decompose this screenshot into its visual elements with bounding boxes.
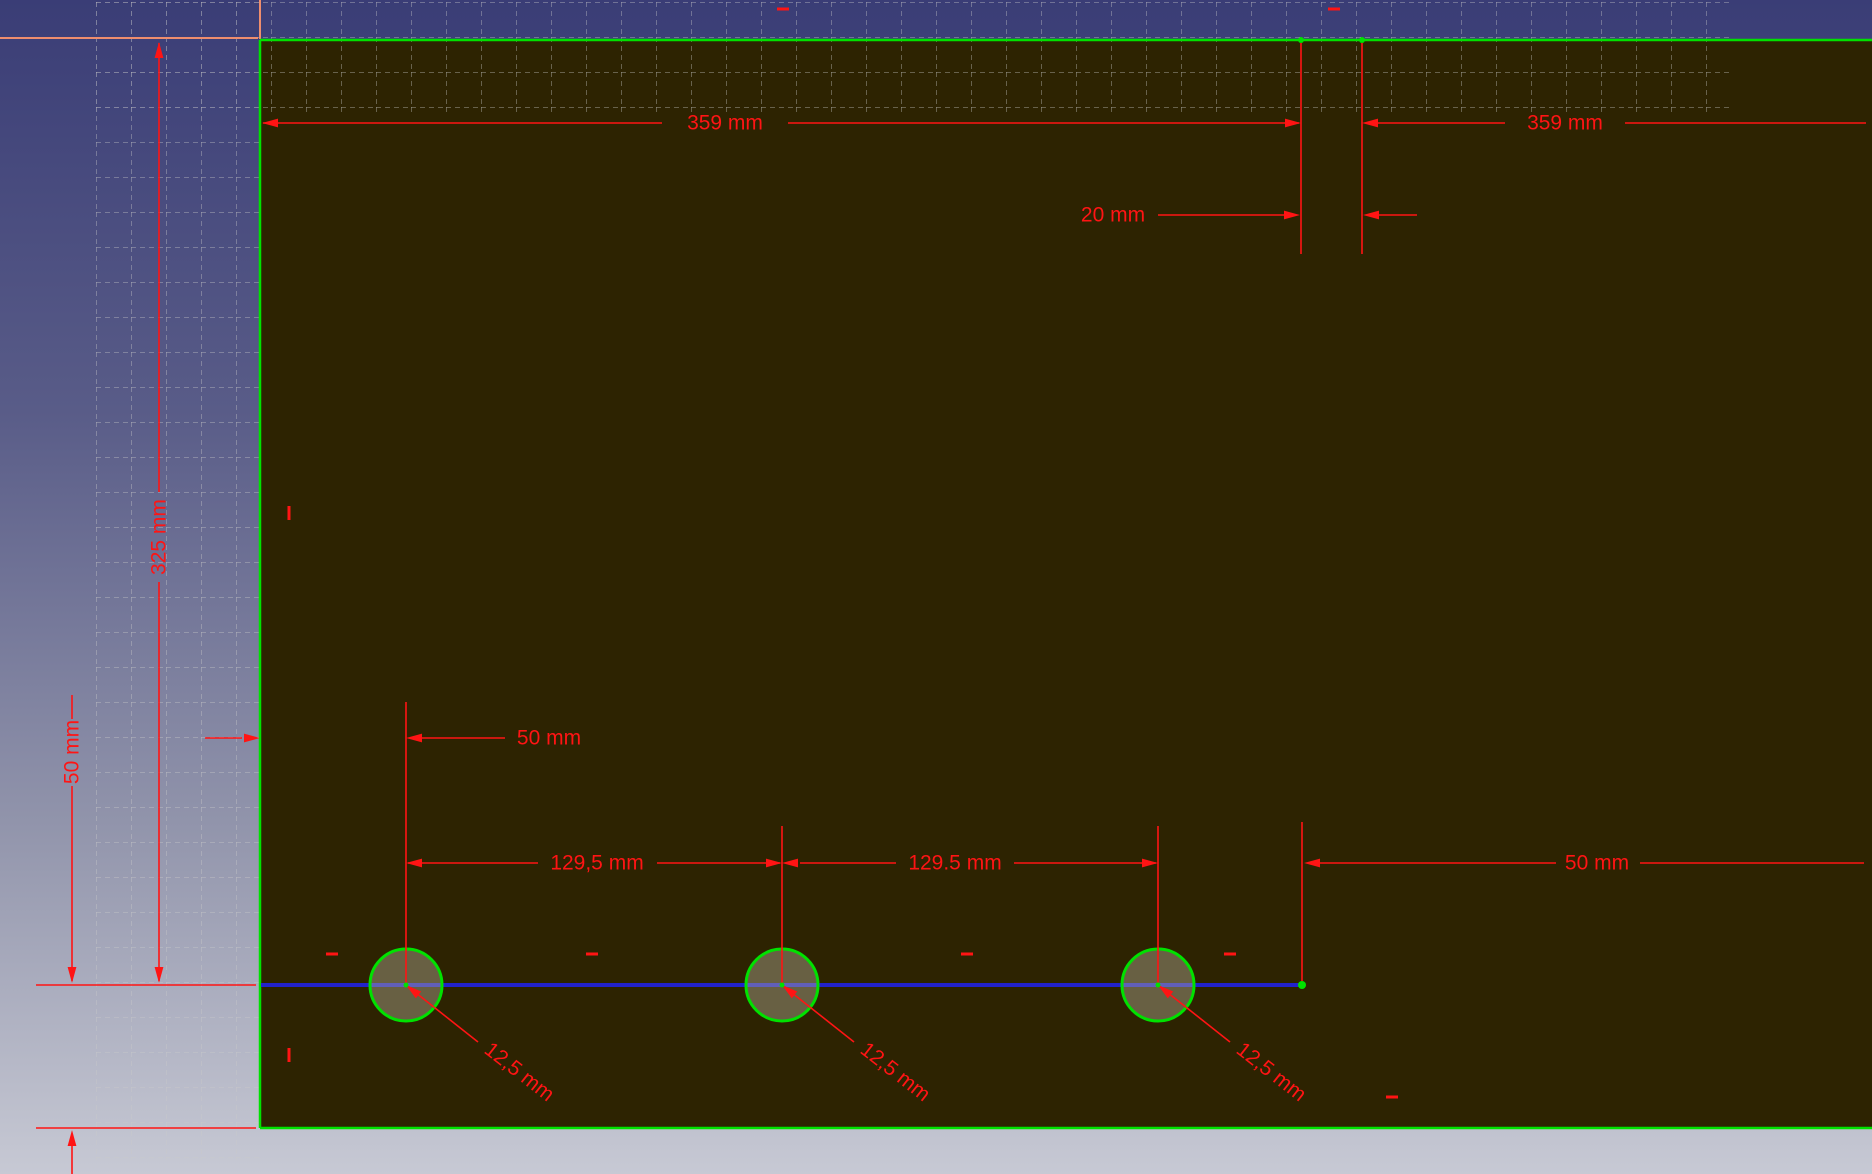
dimension-arrow[interactable] [1304, 858, 1320, 868]
dimension-hole-gap[interactable]: 20 mm [1081, 43, 1417, 254]
sketch-face[interactable] [260, 40, 1872, 1128]
constraint-marker[interactable] [287, 506, 291, 520]
dimension-label[interactable]: 359 mm [687, 112, 763, 135]
dimension-arrow[interactable] [67, 1130, 77, 1146]
vertex-dot[interactable] [1298, 37, 1304, 43]
dimension-leader-line[interactable] [781, 984, 855, 1043]
vertex-dot[interactable] [1359, 37, 1365, 43]
hole-center-dot[interactable] [403, 982, 409, 988]
dimension-arrow[interactable] [1142, 858, 1158, 868]
dimension-label[interactable]: 129,5 mm [550, 852, 643, 875]
constraint-marker[interactable] [287, 1048, 291, 1062]
grid-overlay-left [96, 2, 260, 1160]
dimension-first-hole-offset[interactable]: 50 mm [205, 727, 581, 750]
dimension-bottom-offset[interactable]: 50 mm [36, 695, 256, 1174]
hole-center-dot[interactable] [1155, 982, 1161, 988]
grid-overlay-top [96, 2, 1732, 116]
dimension-label[interactable]: 50 mm [1565, 852, 1629, 875]
constraint-marker[interactable] [1386, 1095, 1398, 1099]
constraint-marker[interactable] [961, 952, 973, 956]
dimension-arrow[interactable] [782, 858, 798, 868]
constraint-marker[interactable] [586, 952, 598, 956]
dimension-arrow[interactable] [1284, 210, 1300, 220]
dimension-arrow[interactable] [1285, 118, 1301, 128]
dimension-arrow[interactable] [1362, 118, 1378, 128]
dimension-width-left[interactable]: 359 mm [262, 112, 1301, 135]
dimension-label[interactable]: 50 mm [517, 727, 581, 750]
dimension-leader-line[interactable] [1157, 984, 1231, 1043]
constraint-marker[interactable] [1224, 952, 1236, 956]
hole-center-dot[interactable] [779, 982, 785, 988]
vertex-dot[interactable] [1298, 981, 1306, 989]
dimension-label[interactable]: 129.5 mm [908, 852, 1001, 875]
dimension-arrow[interactable] [1363, 210, 1379, 220]
constraint-marker[interactable] [326, 952, 338, 956]
dimension-arrow[interactable] [244, 733, 260, 743]
dimension-height[interactable]: 325 mm [36, 42, 256, 986]
dimension-label[interactable]: 359 mm [1527, 112, 1603, 135]
dimension-leader-line[interactable] [405, 984, 479, 1043]
constraint-marker[interactable] [1328, 7, 1340, 11]
dimension-arrow[interactable] [406, 733, 422, 743]
dimension-label[interactable]: 325 mm [148, 499, 171, 575]
dimension-arrow[interactable] [154, 967, 164, 983]
dimension-hole-spacing-2[interactable]: 129.5 mm [782, 852, 1158, 875]
dimension-label[interactable]: 20 mm [1081, 204, 1145, 227]
dimension-width-right[interactable]: 359 mm [1362, 112, 1866, 135]
dimension-arrow[interactable] [67, 967, 77, 983]
dimension-arrow[interactable] [766, 858, 782, 868]
constraint-marker[interactable] [777, 7, 789, 11]
dimension-hole-spacing-1[interactable]: 129,5 mm [406, 852, 782, 875]
dimension-last-hole-offset[interactable]: 50 mm [1304, 852, 1864, 875]
dimension-label[interactable]: 50 mm [61, 720, 84, 784]
